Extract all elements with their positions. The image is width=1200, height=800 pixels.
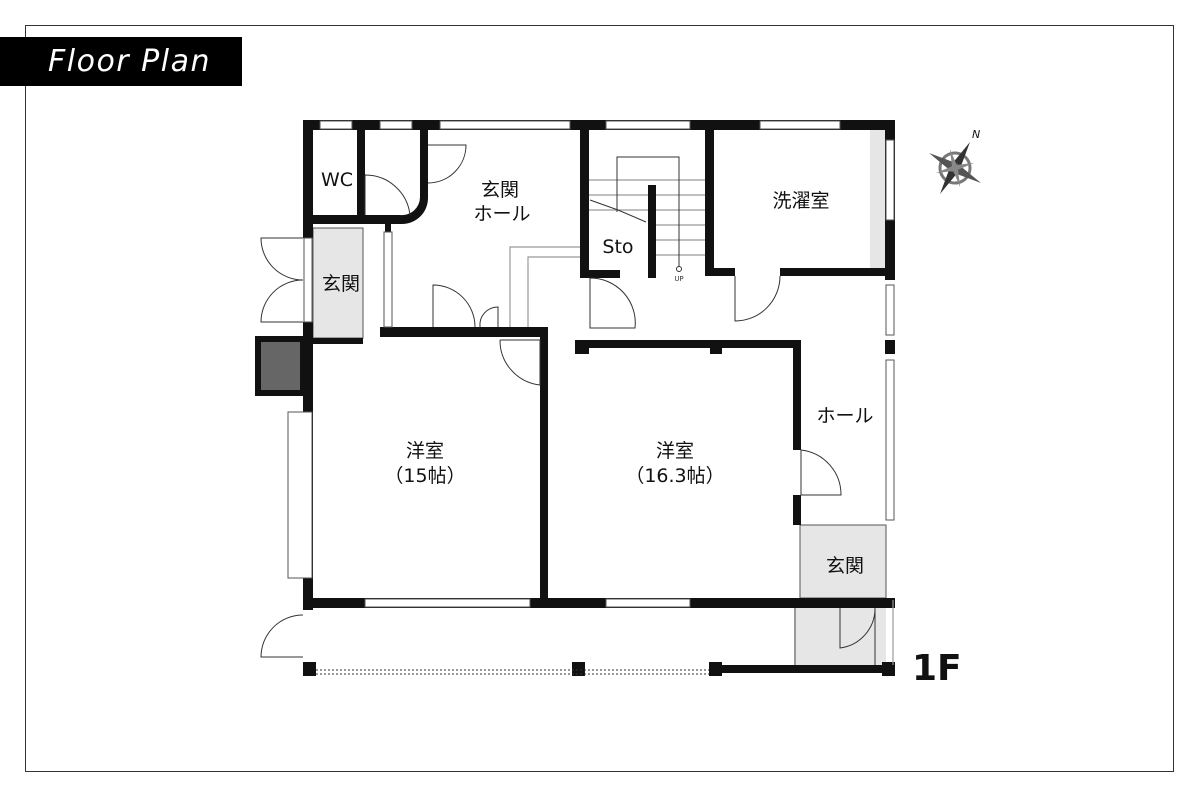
north-label: N <box>972 128 980 141</box>
room-label-entrance-west: 玄関 <box>322 273 360 295</box>
stair-start-icon <box>676 266 682 272</box>
room-label-western-2: 洋室 <box>656 440 694 462</box>
compass-rose-icon <box>929 142 981 194</box>
room-label-wc: WC <box>321 169 353 191</box>
room-size-western-2: （16.3帖） <box>625 465 724 487</box>
floor-label: 1F <box>912 648 962 689</box>
entrance-west-floor <box>312 227 364 339</box>
windows <box>287 120 895 675</box>
room-label-western-1: 洋室 <box>406 440 444 462</box>
walls <box>303 120 895 676</box>
chimney <box>255 336 306 396</box>
staircase: UP <box>589 156 705 283</box>
room-size-western-1: （15帖） <box>384 465 465 487</box>
room-label-entrance-hall: 玄関 <box>481 179 519 201</box>
drawing-frame <box>25 25 1174 772</box>
room-label-storage: Sto <box>602 236 633 258</box>
stair-up-label: UP <box>674 275 683 283</box>
room-label-entrance-east: 玄関 <box>826 555 864 577</box>
laundry-shade <box>870 130 886 270</box>
doors <box>260 144 876 658</box>
room-label-hall: ホール <box>816 405 873 427</box>
title-banner: Floor Plan <box>0 37 242 86</box>
room-label-laundry: 洗濯室 <box>772 190 829 212</box>
room-label-entrance-hall-2: ホール <box>473 203 530 225</box>
entrance-east-porch <box>796 608 886 666</box>
entrance-east-floor <box>799 524 887 599</box>
